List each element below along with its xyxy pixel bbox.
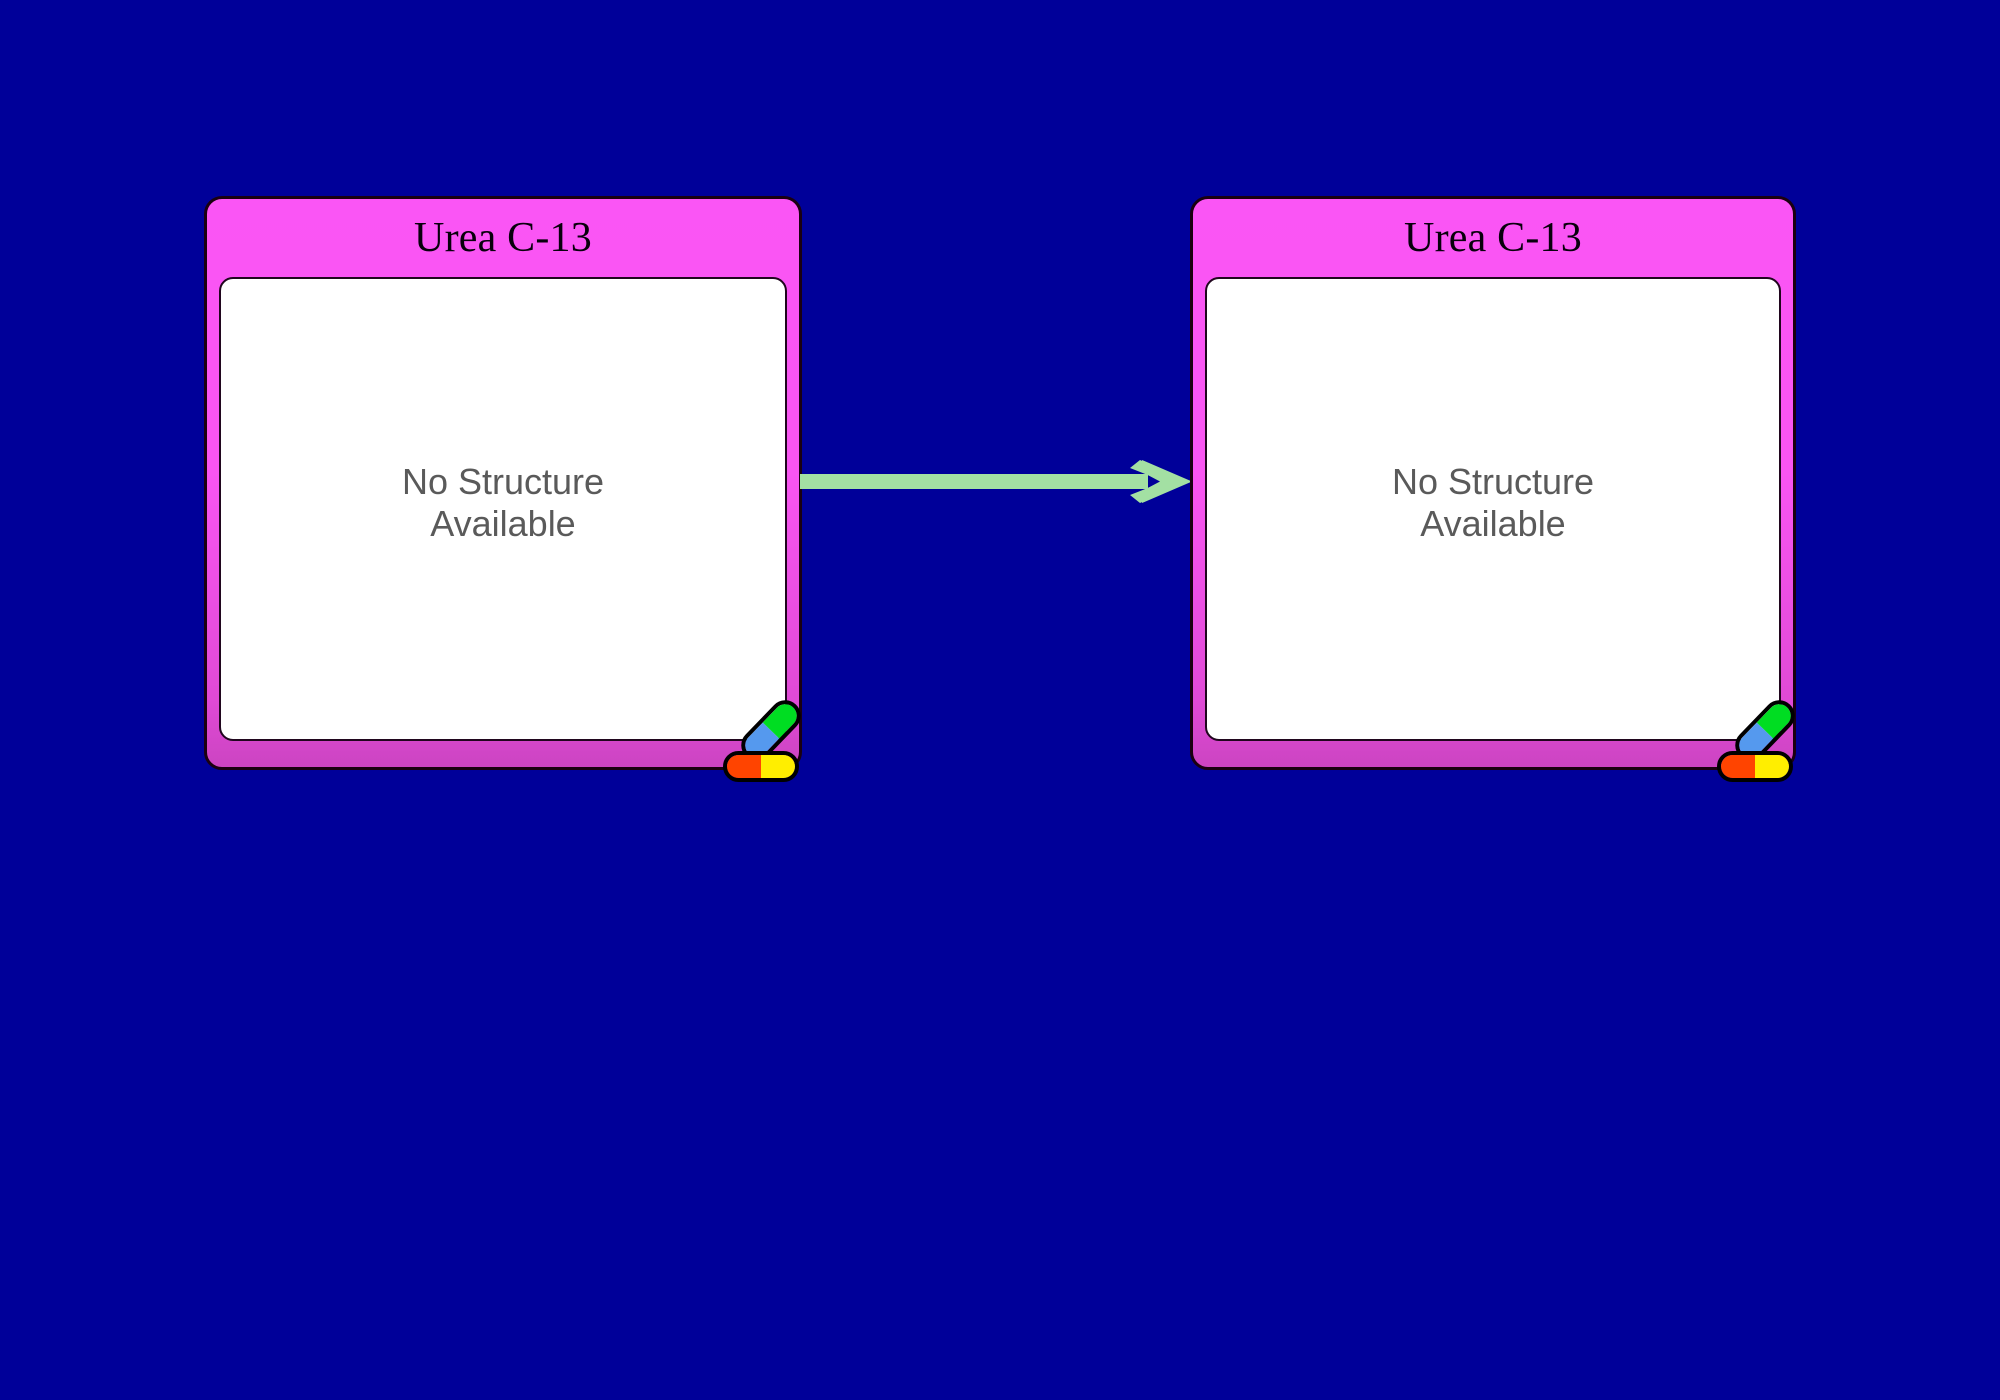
node-header-left: Urea C-13 (207, 199, 799, 277)
node-card-right[interactable]: Urea C-13 No Structure Available (1190, 196, 1802, 782)
node-card-left[interactable]: Urea C-13 No Structure Available (204, 196, 808, 782)
capsule-orange-yellow-icon-right[interactable] (1717, 751, 1793, 782)
no-structure-available-text-left: No Structure Available (401, 461, 605, 544)
capsule-half-orange (1721, 755, 1755, 778)
node-badges-left (721, 693, 813, 787)
capsule-orange-yellow-icon-left[interactable] (723, 751, 799, 782)
capsule-half-yellow (761, 755, 795, 778)
capsule-half-orange (727, 755, 761, 778)
node-badges-right (1715, 693, 1807, 787)
node-header-right: Urea C-13 (1193, 199, 1793, 277)
no-structure-available-text-right: No Structure Available (1391, 461, 1595, 544)
node-title-left: Urea C-13 (414, 215, 592, 261)
node-body-right[interactable]: No Structure Available (1205, 277, 1781, 741)
node-title-right: Urea C-13 (1404, 215, 1582, 261)
arrow-icon (800, 460, 1192, 503)
node-body-left[interactable]: No Structure Available (219, 277, 787, 741)
capsule-half-yellow (1755, 755, 1789, 778)
edge-arrow-left-to-right[interactable] (800, 452, 1192, 510)
